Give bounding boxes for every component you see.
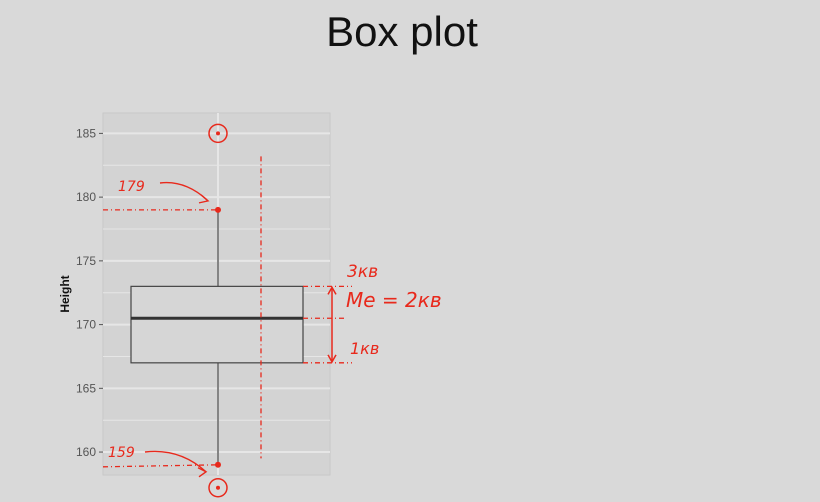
y-tick-label-170: 170 xyxy=(76,318,96,332)
iqr-box xyxy=(130,285,304,364)
y-tick-label-185: 185 xyxy=(76,126,96,140)
q1-label: 1кв xyxy=(350,339,379,358)
lower-label-arrow-head xyxy=(197,467,208,478)
y-tick-label-160: 160 xyxy=(76,445,96,459)
outlier-point xyxy=(216,485,220,490)
lower-label-arrow xyxy=(144,450,207,473)
median-label: Me = 2кв xyxy=(346,288,442,312)
y-axis: 160 165 170 175 180 185 xyxy=(76,126,103,459)
y-tick-label-175: 175 xyxy=(76,254,96,268)
outlier-point xyxy=(216,131,220,136)
upper-whisker-label: 179 xyxy=(118,179,145,195)
lower-whisker-dot xyxy=(215,461,221,468)
upper-label-arrow-head xyxy=(198,194,210,204)
annotation-layer: 179 159 3кв Me = 2кв 1кв xyxy=(102,123,442,498)
y-axis-title: Height xyxy=(58,275,72,312)
outlier-circle xyxy=(208,123,228,144)
slide-title: Box plot xyxy=(326,8,478,55)
outlier-circle xyxy=(208,477,228,498)
y-tick-label-180: 180 xyxy=(76,190,96,204)
q3-label: 3кв xyxy=(347,262,378,282)
iqr-arrow-head-top xyxy=(327,285,337,295)
y-tick-label-165: 165 xyxy=(76,381,96,395)
lower-whisker-label: 159 xyxy=(108,445,135,461)
upper-whisker-dot xyxy=(215,206,221,213)
iqr-arrow-head-bottom xyxy=(327,354,337,364)
box-layer xyxy=(130,209,304,465)
